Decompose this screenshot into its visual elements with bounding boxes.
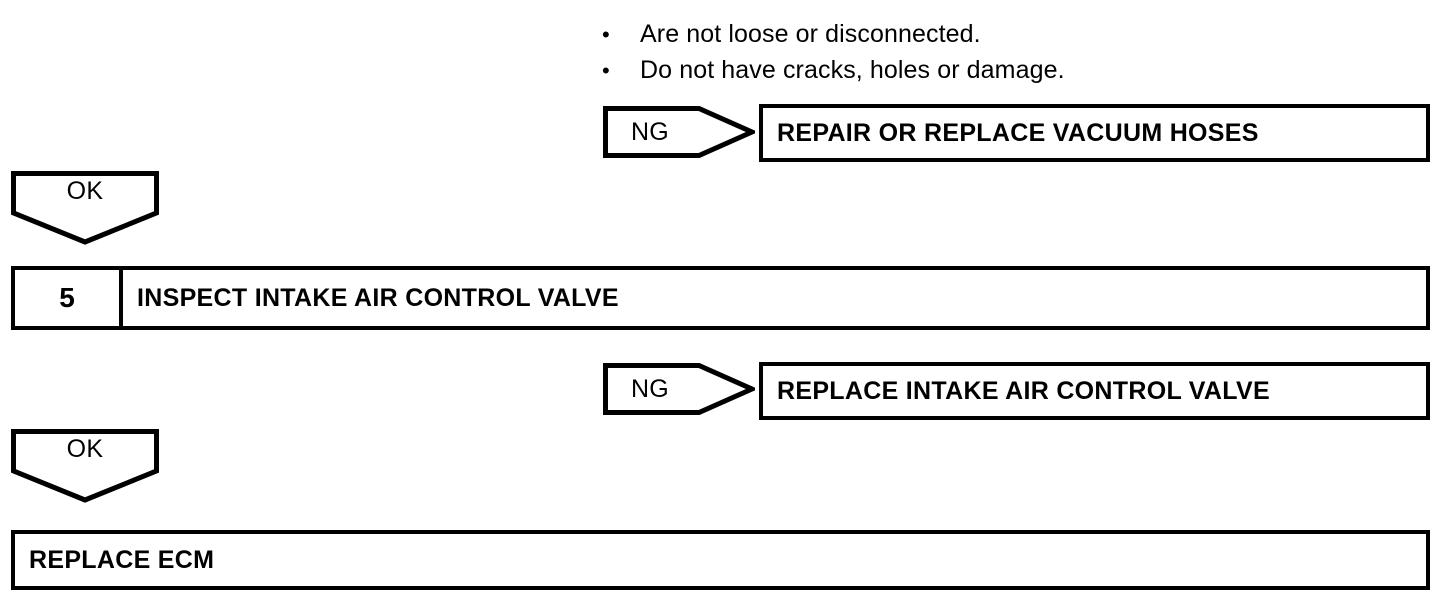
- ok-arrow-shape: [11, 429, 159, 503]
- ok-connector-1: OK: [11, 171, 159, 245]
- ng-arrow-shape: [603, 363, 755, 415]
- ok-arrow-shape: [11, 171, 159, 245]
- condition-text-1: Are not loose or disconnected.: [640, 20, 981, 48]
- action-label: REPAIR OR REPLACE VACUUM HOSES: [777, 118, 1259, 147]
- ok-connector-2: OK: [11, 429, 159, 503]
- action-box-replace-ecm: REPLACE ECM: [11, 530, 1430, 590]
- condition-text-2: Do not have cracks, holes or damage.: [640, 56, 1065, 84]
- ok-label-1: OK: [66, 177, 104, 205]
- action-label: REPLACE INTAKE AIR CONTROL VALVE: [777, 376, 1270, 405]
- ng-label-2: NG: [630, 374, 670, 403]
- action-box-repair-vacuum-hoses: REPAIR OR REPLACE VACUUM HOSES: [759, 104, 1430, 162]
- step-number: 5: [15, 270, 123, 326]
- ok-label-2: OK: [66, 435, 104, 463]
- ng-connector-2: NG: [603, 363, 755, 415]
- bullet-icon: •: [602, 58, 610, 83]
- step-box-5: 5 INSPECT INTAKE AIR CONTROL VALVE: [11, 266, 1430, 330]
- step-title: INSPECT INTAKE AIR CONTROL VALVE: [137, 283, 619, 312]
- condition-bullet-list: • Are not loose or disconnected. • Do no…: [600, 16, 1360, 88]
- list-item: • Do not have cracks, holes or damage.: [600, 52, 1360, 88]
- final-action-label: REPLACE ECM: [29, 545, 215, 574]
- action-box-replace-intake-air-control-valve: REPLACE INTAKE AIR CONTROL VALVE: [759, 362, 1430, 420]
- ng-label-1: NG: [630, 117, 670, 146]
- list-item: • Are not loose or disconnected.: [600, 16, 1360, 52]
- bullet-icon: •: [602, 22, 610, 47]
- ng-arrow-shape: [603, 106, 755, 158]
- ng-connector-1: NG: [603, 106, 755, 158]
